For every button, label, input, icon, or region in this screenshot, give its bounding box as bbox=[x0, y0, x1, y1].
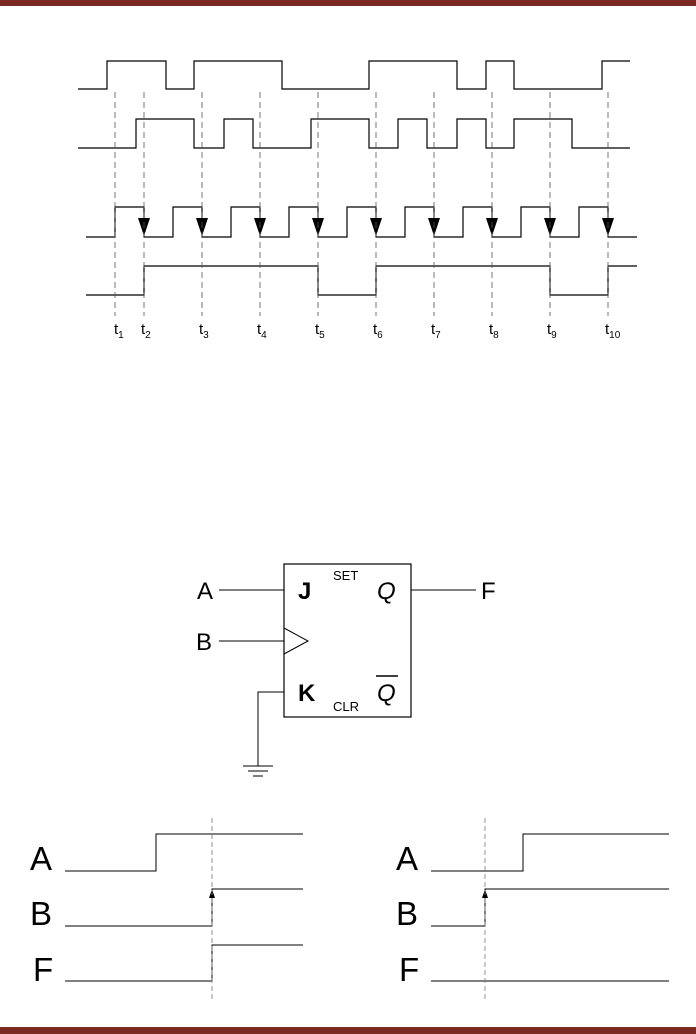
time-label-t6: t6 bbox=[373, 321, 383, 341]
pin-qbar-label: Q bbox=[377, 680, 396, 707]
time-label-t4: t4 bbox=[257, 321, 267, 341]
k-ground-wire bbox=[257, 691, 284, 766]
timing-right-wave-b bbox=[431, 888, 669, 927]
time-labels: t1 t2 t3 t4 t5 t6 t7 t8 t9 t10 bbox=[114, 321, 621, 341]
timing-right-label-b: B bbox=[396, 895, 418, 932]
timing-left: A B F bbox=[30, 818, 303, 1000]
output-f-label: F bbox=[481, 578, 496, 605]
timing-right-label-f: F bbox=[399, 951, 419, 988]
timing-left-wave-f bbox=[65, 944, 303, 982]
waveform-b bbox=[78, 118, 630, 149]
input-a-label: A bbox=[197, 578, 213, 605]
time-label-t9: t9 bbox=[547, 321, 557, 341]
input-b-label: B bbox=[196, 629, 212, 656]
timing-left-label-b: B bbox=[30, 895, 52, 932]
time-label-t8: t8 bbox=[489, 321, 499, 341]
timing-left-wave-b bbox=[65, 888, 303, 927]
pin-k-label: K bbox=[298, 680, 316, 707]
timing-right-wave-a bbox=[431, 833, 669, 872]
clock-waveform bbox=[86, 206, 637, 238]
pin-j-label: J bbox=[298, 578, 311, 605]
timing-right: A B F bbox=[396, 818, 669, 1000]
time-guides bbox=[114, 92, 609, 316]
waveform-a bbox=[78, 60, 630, 90]
timing-right-label-a: A bbox=[396, 840, 418, 877]
clock-input-triangle bbox=[283, 627, 310, 655]
time-label-t3: t3 bbox=[199, 321, 209, 341]
output-waveform bbox=[86, 265, 637, 296]
time-label-t5: t5 bbox=[315, 321, 325, 341]
set-label: SET bbox=[333, 568, 358, 583]
timing-left-label-f: F bbox=[33, 951, 53, 988]
time-label-t1: t1 bbox=[114, 321, 124, 341]
bottom-frame-bar bbox=[0, 1027, 696, 1034]
time-label-t2: t2 bbox=[141, 321, 151, 341]
top-timing-diagram: t1 t2 t3 t4 t5 t6 t7 t8 t9 t10 bbox=[78, 60, 637, 341]
pin-q-label: Q bbox=[377, 578, 396, 605]
time-label-t10: t10 bbox=[605, 321, 621, 341]
top-frame-bar bbox=[0, 0, 696, 6]
timing-left-label-a: A bbox=[30, 840, 52, 877]
ground-icon bbox=[243, 765, 273, 777]
clr-label: CLR bbox=[333, 699, 359, 714]
timing-left-wave-a bbox=[65, 833, 303, 872]
jk-flipflop-circuit: A B F J K Q Q SET CLR bbox=[196, 563, 496, 777]
time-label-t7: t7 bbox=[431, 321, 441, 341]
